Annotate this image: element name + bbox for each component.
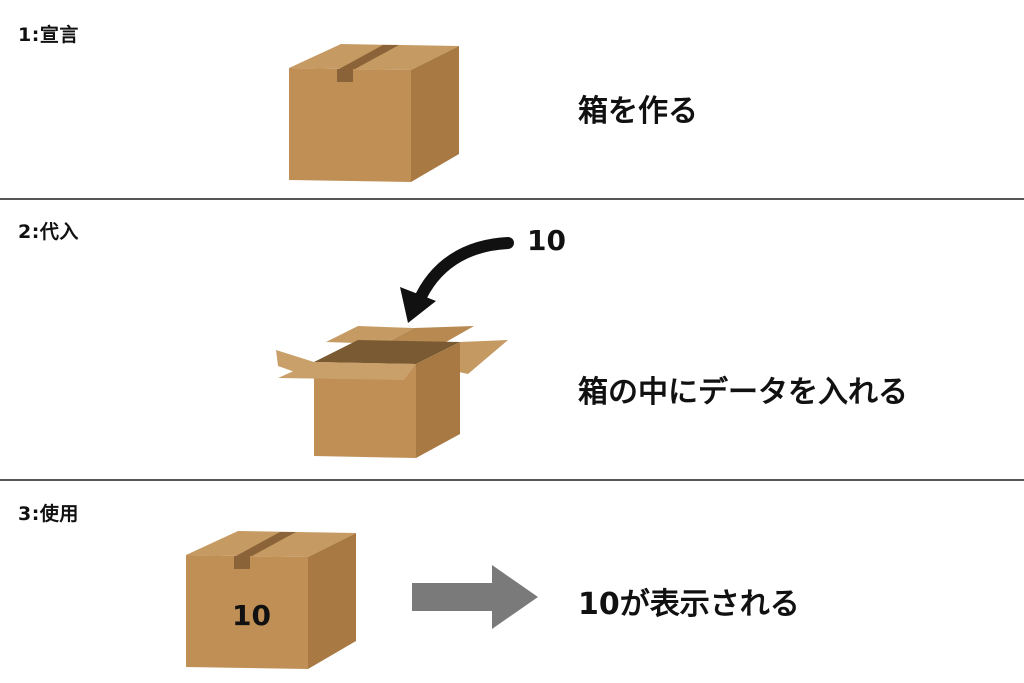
step-use: 3:使用 10 10が表示される bbox=[0, 481, 1024, 683]
right-arrow-icon bbox=[412, 565, 538, 629]
closed-box-icon bbox=[289, 44, 459, 182]
step-1-label: 1:宣言 bbox=[18, 24, 79, 46]
step-3-caption: 10が表示される bbox=[578, 587, 800, 622]
closed-box-icon bbox=[186, 531, 356, 669]
step-declare: 1:宣言 箱を作る bbox=[0, 0, 1024, 198]
divider bbox=[0, 479, 1024, 481]
step-3-label: 3:使用 bbox=[18, 503, 79, 525]
divider bbox=[0, 198, 1024, 200]
open-box-icon bbox=[276, 326, 508, 458]
step-2-label: 2:代入 bbox=[18, 221, 79, 243]
step-assign: 2:代入 10 箱の中にデータを入れる bbox=[0, 199, 1024, 480]
step-1-caption: 箱を作る bbox=[578, 94, 698, 129]
box-value-label: 10 bbox=[232, 599, 271, 632]
curved-arrow-icon bbox=[400, 237, 514, 323]
assigned-value: 10 bbox=[527, 224, 566, 257]
step-2-caption: 箱の中にデータを入れる bbox=[578, 375, 908, 410]
